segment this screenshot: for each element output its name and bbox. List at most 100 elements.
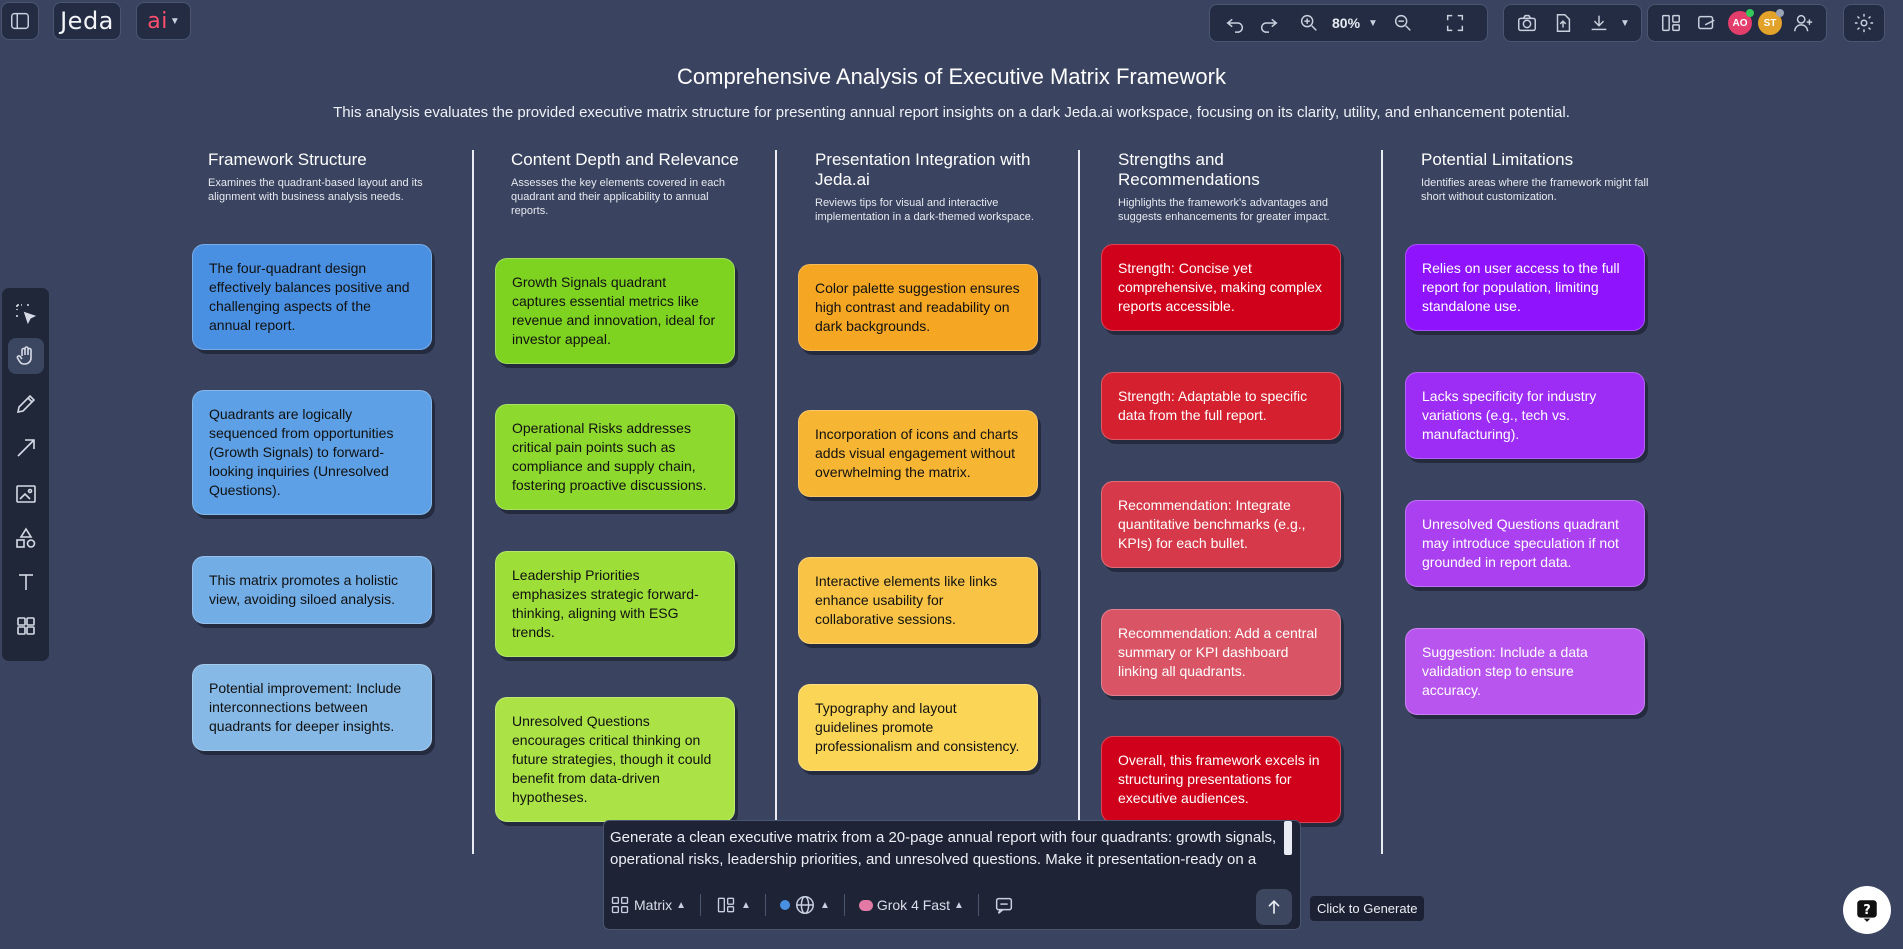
present-icon[interactable]: [1692, 8, 1722, 38]
chevron-up-icon: ▲: [819, 899, 830, 911]
select-icon[interactable]: [8, 296, 44, 332]
layout-select[interactable]: ▲: [715, 895, 751, 915]
generate-button[interactable]: [1256, 889, 1292, 925]
sticky-note[interactable]: Typography and layout guidelines promote…: [798, 684, 1038, 771]
prompt-options: Matrix ▲ ▲ ▲ Grok 4 Fast ▲: [610, 889, 1029, 921]
redo-icon[interactable]: [1254, 8, 1284, 38]
sticky-note[interactable]: Leadership Priorities emphasizes strateg…: [495, 551, 735, 657]
arrow-up-icon: [1268, 899, 1280, 914]
prompt-box: Generate a clean executive matrix from a…: [603, 820, 1301, 930]
column-title: Framework Structure: [208, 150, 367, 169]
fit-screen-icon[interactable]: [1440, 8, 1470, 38]
avatar[interactable]: AO: [1728, 9, 1754, 35]
sticky-note[interactable]: The four-quadrant design effectively bal…: [192, 244, 432, 350]
sidebar-toggle-icon[interactable]: [5, 6, 35, 36]
column-title: Presentation Integration with Jeda.ai: [815, 150, 1031, 189]
sticky-note[interactable]: Unresolved Questions quadrant may introd…: [1405, 500, 1645, 587]
globe-icon: [795, 896, 814, 914]
settings-pill: [1843, 4, 1885, 42]
sticky-note[interactable]: Color palette suggestion ensures high co…: [798, 264, 1038, 351]
column-divider: [1381, 150, 1383, 854]
column-description: Highlights the framework's advantages an…: [1118, 197, 1330, 223]
column-description: Assesses the key elements covered in eac…: [511, 177, 726, 217]
matrix-grid-icon: [611, 896, 629, 914]
column-header: Presentation Integration with Jeda.ai Re…: [815, 150, 1045, 224]
shapes-icon[interactable]: [8, 520, 44, 556]
sticky-note[interactable]: Suggestion: Include a data validation st…: [1405, 628, 1645, 715]
sticky-note[interactable]: Relies on user access to the full report…: [1405, 244, 1645, 331]
chat-history-button[interactable]: [993, 894, 1015, 916]
svg-text:?: ?: [1863, 903, 1871, 918]
download-icon[interactable]: [1584, 8, 1614, 38]
status-dot: [779, 900, 790, 910]
scrollbar[interactable]: [1284, 821, 1292, 855]
model-select[interactable]: Grok 4 Fast ▲: [858, 897, 964, 913]
ai-menu-pill[interactable]: ai ▼: [136, 2, 191, 40]
hand-pan-icon[interactable]: [8, 338, 44, 374]
prompt-input[interactable]: Generate a clean executive matrix from a…: [610, 829, 1277, 868]
sticky-note[interactable]: Incorporation of icons and charts adds v…: [798, 410, 1038, 497]
gear-icon[interactable]: [1849, 8, 1879, 38]
help-icon: ?: [1857, 900, 1877, 922]
edit-zoom-pill: 80% ▼: [1209, 4, 1488, 42]
mode-select[interactable]: Matrix ▲: [610, 895, 686, 915]
avatar[interactable]: ST: [1758, 9, 1784, 35]
logo: Jeda: [60, 7, 114, 35]
grid-apps-icon[interactable]: [8, 608, 44, 644]
upload-icon[interactable]: [1548, 8, 1578, 38]
column-title: Content Depth and Relevance: [511, 150, 739, 169]
separator: [700, 894, 702, 916]
zoom-in-icon[interactable]: [1294, 8, 1324, 38]
separator: [764, 894, 766, 916]
column-divider: [775, 150, 777, 854]
zoom-level[interactable]: 80%: [1332, 15, 1361, 31]
column-divider: [472, 150, 474, 854]
arrow-icon[interactable]: [8, 430, 44, 466]
sticky-note[interactable]: Strength: Concise yet comprehensive, mak…: [1101, 244, 1341, 331]
mode-label: Matrix: [634, 897, 673, 913]
generate-tooltip: Click to Generate: [1310, 896, 1425, 921]
text-icon[interactable]: [8, 564, 44, 600]
left-toolbar: [1, 287, 50, 662]
sticky-note[interactable]: Overall, this framework excels in struct…: [1101, 736, 1341, 823]
column-header: Content Depth and Relevance Assesses the…: [511, 150, 741, 218]
sticky-note[interactable]: Growth Signals quadrant captures essenti…: [495, 258, 735, 364]
logo-pill[interactable]: Jeda: [53, 2, 121, 40]
chevron-down-icon: ▼: [169, 15, 180, 27]
pencil-icon[interactable]: [8, 386, 44, 422]
model-label: Grok 4 Fast: [876, 897, 950, 913]
sticky-note[interactable]: Operational Risks addresses critical pai…: [495, 404, 735, 510]
sticky-note[interactable]: Interactive elements like links enhance …: [798, 557, 1038, 644]
column-description: Reviews tips for visual and interactive …: [815, 197, 1034, 223]
sticky-note[interactable]: Unresolved Questions encourages critical…: [495, 697, 735, 822]
add-user-icon[interactable]: [1788, 8, 1818, 38]
image-icon[interactable]: [8, 476, 44, 512]
panels-icon[interactable]: [1656, 8, 1686, 38]
help-button[interactable]: ?: [1843, 886, 1891, 934]
web-search-select[interactable]: ▲: [779, 894, 830, 916]
sticky-note[interactable]: Recommendation: Add a central summary or…: [1101, 609, 1341, 696]
chat-icon: [995, 897, 1012, 914]
column-title: Strengths and Recommendations: [1118, 150, 1260, 189]
sticky-note[interactable]: Strength: Adaptable to specific data fro…: [1101, 372, 1341, 440]
chevron-up-icon: ▲: [741, 899, 751, 911]
collab-pill: AO ST: [1647, 4, 1827, 42]
column-divider: [1078, 150, 1080, 854]
sticky-note[interactable]: Recommendation: Integrate quantitative b…: [1101, 481, 1341, 568]
sticky-note[interactable]: Lacks specificity for industry variation…: [1405, 372, 1645, 459]
column-header: Framework Structure Examines the quadran…: [208, 150, 438, 204]
chevron-up-icon: ▲: [676, 899, 687, 911]
column-header: Potential Limitations Identifies areas w…: [1421, 150, 1651, 204]
zoom-out-icon[interactable]: [1388, 8, 1418, 38]
undo-icon[interactable]: [1220, 8, 1250, 38]
sticky-note[interactable]: Potential improvement: Include interconn…: [192, 664, 432, 751]
sticky-note[interactable]: This matrix promotes a holistic view, av…: [192, 556, 432, 624]
ai-logo: ai: [147, 8, 168, 34]
camera-icon[interactable]: [1512, 8, 1542, 38]
column-header: Strengths and Recommendations Highlights…: [1118, 150, 1348, 224]
chevron-down-icon[interactable]: ▼: [1368, 17, 1378, 29]
column-description: Examines the quadrant-based layout and i…: [208, 177, 423, 203]
sticky-note[interactable]: Quadrants are logically sequenced from o…: [192, 390, 432, 515]
separator: [977, 894, 979, 916]
chevron-down-icon[interactable]: ▼: [1620, 17, 1630, 29]
